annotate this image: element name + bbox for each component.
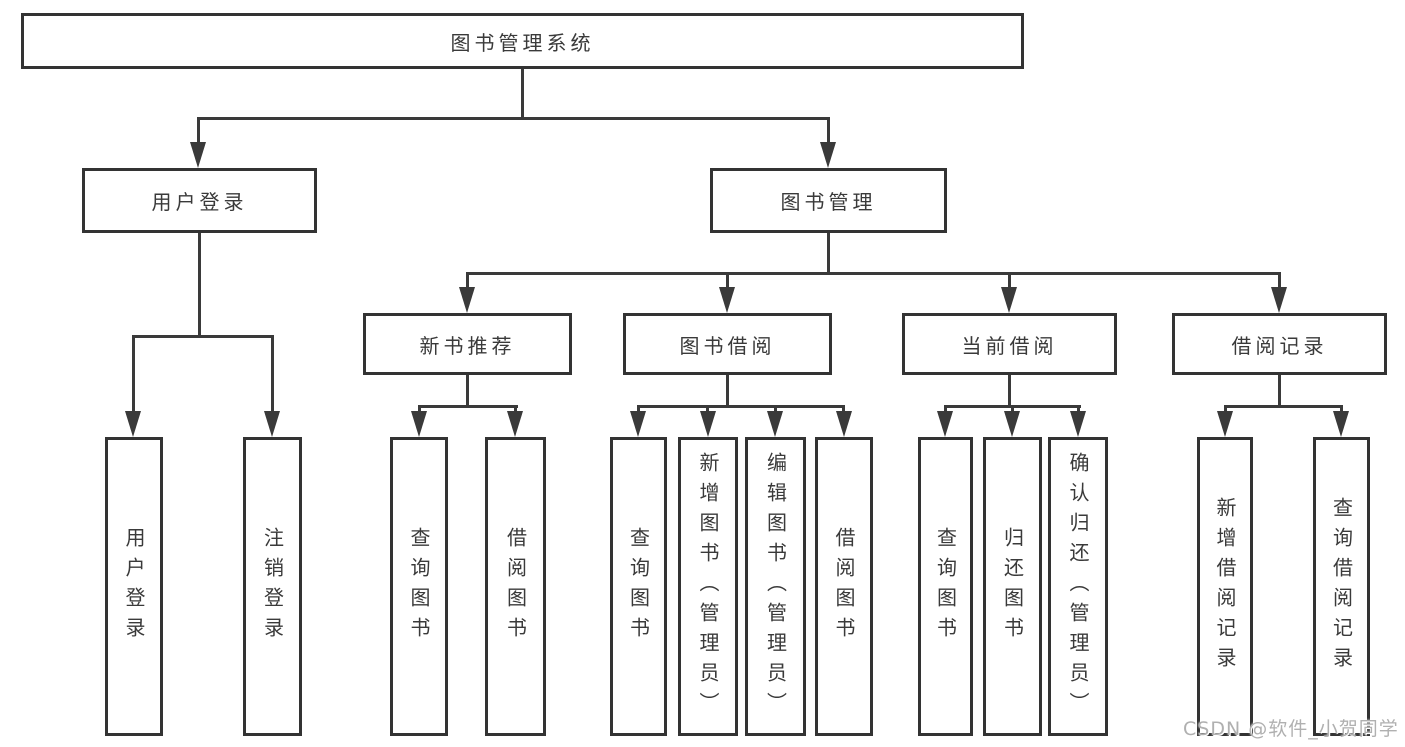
connector-stub-edit-book <box>774 405 777 415</box>
connector-stub-borrow-book-1 <box>514 405 517 415</box>
leaf-borrow-book-1-label: 借阅图书 <box>503 526 528 647</box>
connector-stub-borrow-book-2 <box>842 405 845 415</box>
leaf-borrow-book-1: 借阅图书 <box>485 437 546 736</box>
connector-stub-book-management <box>827 117 830 144</box>
node-user-login: 用户登录 <box>82 168 317 233</box>
leaf-query-book-1: 查询图书 <box>390 437 448 736</box>
node-current-borrow-label: 当前借阅 <box>961 333 1058 358</box>
leaf-logout-label: 注销登录 <box>260 526 285 647</box>
watermark: CSDN @软件_小贺同学 <box>1183 718 1399 740</box>
leaf-query-book-2-label: 查询图书 <box>626 526 651 647</box>
arrow-down-user-login-icon <box>190 142 206 168</box>
connector-book-borrow-branch <box>637 405 845 408</box>
leaf-query-borrow-record: 查询借阅记录 <box>1313 437 1370 736</box>
arrow-down-leaf-logout-icon <box>264 411 280 437</box>
arrow-down-return-book-icon <box>1004 411 1020 437</box>
leaf-add-borrow-record: 新增借阅记录 <box>1197 437 1253 736</box>
leaf-query-book-2: 查询图书 <box>610 437 667 736</box>
node-root: 图书管理系统 <box>21 13 1024 69</box>
connector-stub-query-borrow-record <box>1340 405 1343 415</box>
connector-borrow-record-branch <box>1224 405 1343 408</box>
connector-stub-confirm-return <box>1077 405 1080 415</box>
arrow-down-borrow-record-icon <box>1271 287 1287 313</box>
connector-stub-new-book <box>466 272 469 292</box>
connector-book-management-trunk <box>827 233 830 275</box>
leaf-add-borrow-record-label: 新增借阅记录 <box>1213 496 1237 677</box>
connector-stub-query-book-3 <box>944 405 947 415</box>
leaf-borrow-book-2-label: 借阅图书 <box>832 526 856 647</box>
leaf-borrow-book-2: 借阅图书 <box>815 437 873 736</box>
connector-stub-user-login <box>197 117 200 144</box>
node-new-book-recommend-label: 新书推荐 <box>419 333 516 358</box>
leaf-return-book: 归还图书 <box>983 437 1042 736</box>
connector-stub-return-book <box>1011 405 1014 415</box>
node-user-login-label: 用户登录 <box>151 190 248 214</box>
connector-stub-leaf-logout <box>271 335 274 413</box>
node-book-management-label: 图书管理 <box>780 190 877 214</box>
connector-stub-query-book-1 <box>418 405 421 415</box>
arrow-down-add-book-icon <box>700 411 716 437</box>
connector-new-book-trunk <box>466 375 469 407</box>
leaf-query-book-3-label: 查询图书 <box>933 526 958 647</box>
node-root-label: 图书管理系统 <box>450 30 595 55</box>
leaf-confirm-return-admin: 确认归还（管理员） <box>1048 437 1108 736</box>
connector-stub-book-borrow <box>726 272 729 292</box>
leaf-query-borrow-record-label: 查询借阅记录 <box>1329 496 1354 677</box>
connector-stub-add-book <box>706 405 709 415</box>
arrow-down-edit-book-icon <box>767 411 783 437</box>
node-book-borrow-label: 图书借阅 <box>679 333 776 358</box>
leaf-logout: 注销登录 <box>243 437 302 736</box>
leaf-add-book-admin-label: 新增图书（管理员） <box>696 451 720 722</box>
arrow-down-current-borrow-icon <box>1001 287 1017 313</box>
arrow-down-leaf-user-login-icon <box>125 411 141 437</box>
connector-stub-query-book-2 <box>637 405 640 415</box>
arrow-down-confirm-return-icon <box>1070 411 1086 437</box>
leaf-user-login-label: 用户登录 <box>122 526 146 647</box>
leaf-confirm-return-admin-label: 确认归还（管理员） <box>1066 451 1090 722</box>
arrow-down-borrow-book-2-icon <box>836 411 852 437</box>
connector-root-branch <box>197 117 830 120</box>
connector-stub-borrow-record <box>1278 272 1281 292</box>
arrow-down-book-management-icon <box>820 142 836 168</box>
connector-user-login-branch <box>132 335 274 338</box>
leaf-add-book-admin: 新增图书（管理员） <box>678 437 738 736</box>
connector-current-borrow-trunk <box>1008 375 1011 407</box>
connector-book-borrow-trunk <box>726 375 729 407</box>
arrow-down-new-book-icon <box>459 287 475 313</box>
connector-book-management-branch <box>466 272 1281 275</box>
node-current-borrow: 当前借阅 <box>902 313 1117 375</box>
connector-stub-leaf-user-login <box>132 335 135 413</box>
arrow-down-query-book-2-icon <box>630 411 646 437</box>
connector-stub-add-borrow-record <box>1224 405 1227 415</box>
connector-user-login-trunk <box>198 233 201 337</box>
leaf-query-book-1-label: 查询图书 <box>407 526 431 647</box>
leaf-query-book-3: 查询图书 <box>918 437 973 736</box>
arrow-down-query-book-3-icon <box>937 411 953 437</box>
arrow-down-query-book-1-icon <box>411 411 427 437</box>
node-book-borrow: 图书借阅 <box>623 313 832 375</box>
node-new-book-recommend: 新书推荐 <box>363 313 572 375</box>
connector-root-trunk <box>521 69 524 118</box>
arrow-down-borrow-book-1-icon <box>507 411 523 437</box>
leaf-edit-book-admin-label: 编辑图书（管理员） <box>763 451 788 722</box>
leaf-edit-book-admin: 编辑图书（管理员） <box>745 437 806 736</box>
arrow-down-book-borrow-icon <box>719 287 735 313</box>
arrow-down-query-borrow-record-icon <box>1333 411 1349 437</box>
arrow-down-add-borrow-record-icon <box>1217 411 1233 437</box>
leaf-user-login: 用户登录 <box>105 437 163 736</box>
connector-new-book-branch <box>418 405 518 408</box>
node-book-management: 图书管理 <box>710 168 947 233</box>
node-borrow-record-label: 借阅记录 <box>1231 333 1328 358</box>
connector-borrow-record-trunk <box>1278 375 1281 407</box>
connector-stub-current-borrow <box>1008 272 1011 292</box>
node-borrow-record: 借阅记录 <box>1172 313 1387 375</box>
leaf-return-book-label: 归还图书 <box>1000 526 1025 647</box>
